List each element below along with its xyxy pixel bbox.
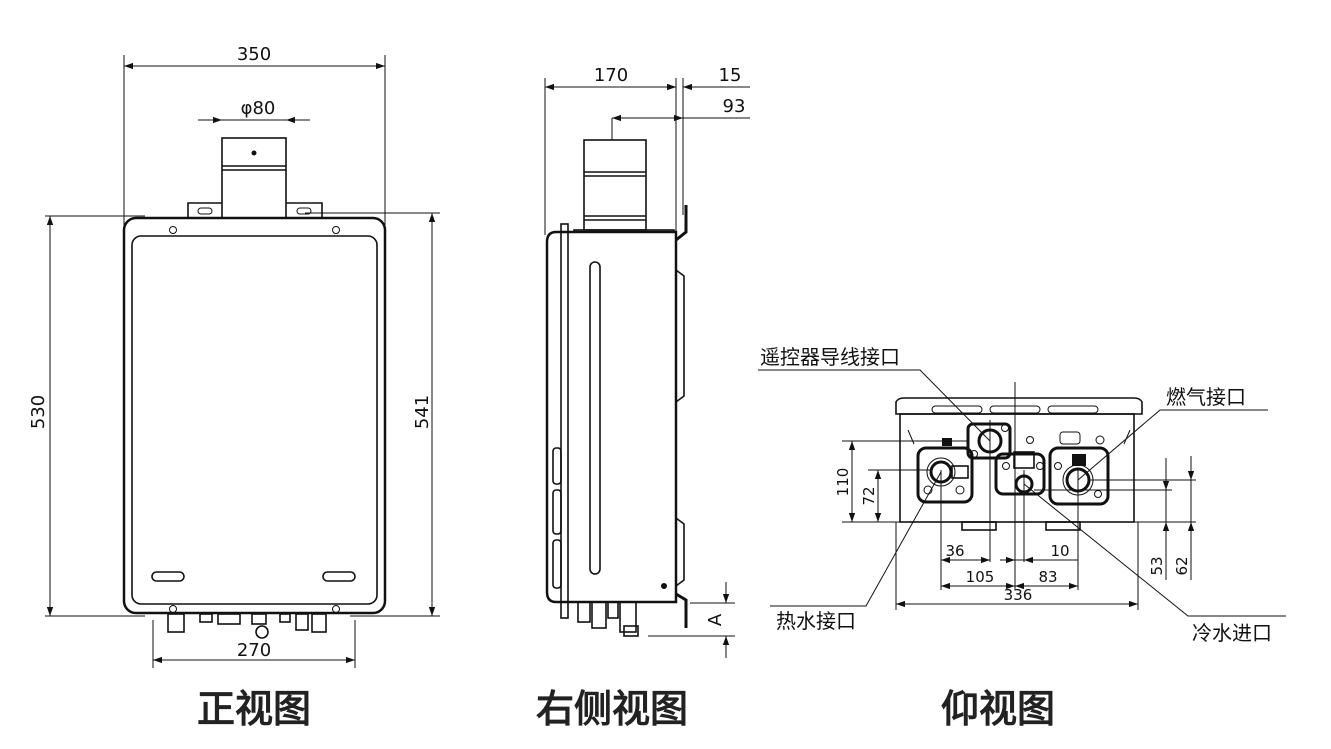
side-view: 170 15 93 A 右侧视图 — [536, 65, 750, 731]
dim-62: 62 — [1173, 556, 1191, 575]
bottom-body-outline — [895, 397, 1143, 415]
side-wall-plate — [675, 205, 688, 242]
dim-530: 530 — [28, 395, 49, 429]
front-body-outline — [122, 216, 387, 615]
bottom-view: 遥控器导线接口 燃气接口 热水接口 冷水进口 110 72 36 10 105 … — [758, 345, 1286, 731]
dim-93: 93 — [723, 96, 746, 117]
dim-72: 72 — [860, 486, 878, 505]
dim-541: 541 — [412, 395, 433, 429]
bottom-view-caption: 仰视图 — [941, 687, 1055, 731]
mounting-bracket — [187, 202, 323, 218]
dim-170: 170 — [594, 65, 628, 86]
dim-A: A — [705, 613, 726, 626]
leader-cold-water — [1023, 483, 1286, 617]
leader-remote-wire — [758, 369, 991, 442]
dim-350: 350 — [237, 44, 271, 65]
dim-10: 10 — [1050, 542, 1069, 560]
dim-83: 83 — [1038, 568, 1057, 586]
label-cold-water-inlet: 冷水进口 — [1192, 621, 1272, 645]
front-bottom-connectors — [167, 613, 327, 639]
dim-105: 105 — [966, 568, 995, 586]
dim-110: 110 — [834, 468, 852, 497]
dim-phi80: φ80 — [241, 98, 276, 119]
dim-36: 36 — [945, 542, 964, 560]
dim-53: 53 — [1148, 556, 1166, 575]
flue-pipe — [221, 137, 287, 219]
side-view-caption: 右侧视图 — [536, 687, 688, 731]
front-panel — [131, 235, 378, 605]
dim-336: 336 — [1004, 586, 1033, 604]
label-remote-wire-port: 遥控器导线接口 — [760, 345, 900, 369]
label-gas-port: 燃气接口 — [1166, 385, 1246, 409]
side-body-outline — [545, 230, 678, 604]
leader-gas — [1077, 409, 1268, 481]
front-view-caption: 正视图 — [197, 687, 311, 731]
gas-port — [1048, 446, 1110, 506]
side-bottom-connectors — [577, 601, 639, 637]
dim-15: 15 — [719, 65, 742, 86]
dim-270: 270 — [237, 640, 271, 661]
leader-hot-water — [770, 471, 942, 607]
front-view: 350 φ80 530 541 270 正视图 — [28, 44, 440, 731]
hot-water-port — [916, 446, 974, 504]
label-hot-water-port: 热水接口 — [776, 609, 856, 633]
